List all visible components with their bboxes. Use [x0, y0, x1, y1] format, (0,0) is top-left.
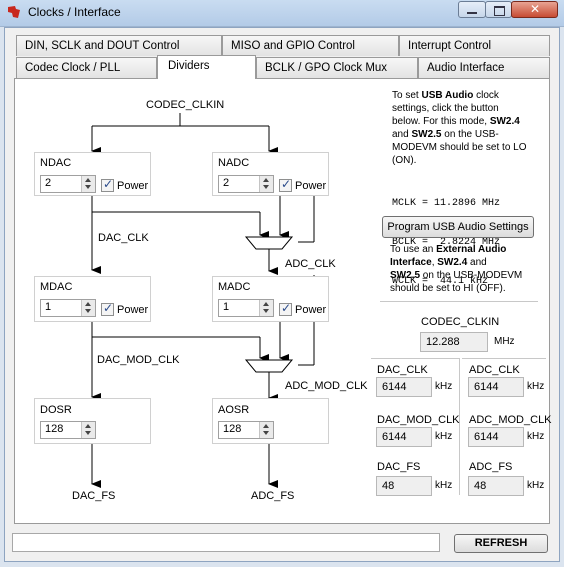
dac-clk-readout-label: DAC_CLK	[377, 364, 428, 376]
ndac-block: NDAC 2 Power	[34, 152, 151, 196]
adc-fs-label: ADC_FS	[251, 490, 295, 502]
madc-block: MADC 1 Power	[212, 276, 329, 322]
madc-stepper[interactable]: 1	[218, 299, 274, 317]
window-title: Clocks / Interface	[28, 5, 121, 19]
adc-mod-clk-label: ADC_MOD_CLK	[285, 380, 368, 392]
adc-mod-clk-mux	[244, 359, 294, 373]
dac-fs-readout: 48	[376, 476, 432, 496]
dac-clk-readout: 6144	[376, 377, 432, 397]
panel-divider	[380, 301, 538, 302]
stepper-arrows-icon[interactable]	[259, 422, 273, 438]
dac-mod-clk-readout-label: DAC_MOD_CLK	[377, 414, 460, 426]
ndac-power-checkbox[interactable]	[101, 177, 114, 192]
dac-fs-readout-label: DAC_FS	[377, 461, 421, 473]
stepper-arrows-icon[interactable]	[259, 176, 273, 192]
dac-readout-group	[371, 358, 460, 495]
dac-fs-label: DAC_FS	[72, 490, 116, 502]
adc-clk-readout: 6144	[468, 377, 524, 397]
program-usb-audio-button[interactable]: Program USB Audio Settings	[382, 216, 534, 238]
dosr-stepper[interactable]: 128	[40, 421, 96, 439]
adc-mod-clk-readout-label: ADC_MOD_CLK	[469, 414, 552, 426]
title-bar: Clocks / Interface ✕	[0, 0, 564, 27]
ndac-stepper[interactable]: 2	[40, 175, 96, 193]
external-audio-instructions: To use an External Audio Interface, SW2.…	[390, 244, 523, 294]
ndac-power-label: Power	[117, 180, 149, 192]
aosr-label: AOSR	[218, 404, 250, 416]
wclk-value: WCLK = 44.1 kHz	[392, 276, 489, 287]
nadc-block: NADC 2 Power	[212, 152, 329, 196]
aosr-stepper[interactable]: 128	[218, 421, 274, 439]
refresh-button[interactable]: REFRESH	[454, 534, 548, 553]
madc-power-checkbox[interactable]	[279, 301, 292, 316]
mdac-block: MDAC 1 Power	[34, 276, 151, 322]
codec-clkin-readout-label: CODEC_CLKIN	[421, 316, 500, 328]
codec-clkin-readout: 12.288	[420, 332, 488, 352]
stepper-arrows-icon[interactable]	[81, 422, 95, 438]
dac-mod-clk-readout: 6144	[376, 427, 432, 447]
close-button[interactable]: ✕	[511, 1, 558, 18]
adc-clk-unit: kHz	[527, 381, 545, 392]
adc-mod-clk-readout: 6144	[468, 427, 524, 447]
adc-fs-unit: kHz	[527, 480, 545, 491]
stepper-arrows-icon[interactable]	[81, 300, 95, 316]
dac-fs-unit: kHz	[435, 480, 453, 491]
status-field[interactable]	[12, 533, 440, 552]
dac-clk-unit: kHz	[435, 381, 453, 392]
dac-mod-clk-label: DAC_MOD_CLK	[97, 354, 180, 366]
mdac-label: MDAC	[40, 281, 73, 293]
codec-clkin-unit: MHz	[494, 336, 515, 347]
mdac-power-checkbox[interactable]	[101, 301, 114, 316]
madc-label: MADC	[218, 281, 251, 293]
bclk-value: BCLK = 2.8224 MHz	[392, 237, 501, 248]
maximize-icon	[494, 6, 505, 16]
usb-audio-instructions: To set USB Audio clock settings, click t…	[392, 90, 527, 166]
nadc-stepper[interactable]: 2	[218, 175, 274, 193]
maximize-button[interactable]	[485, 1, 512, 18]
dac-clk-label: DAC_CLK	[98, 232, 149, 244]
stepper-arrows-icon[interactable]	[81, 176, 95, 192]
tab-codec-clock-pll[interactable]: Codec Clock / PLL	[16, 57, 157, 78]
adc-clk-mux	[244, 236, 294, 250]
tab-miso-gpio-control[interactable]: MISO and GPIO Control	[222, 35, 399, 56]
adc-readout-group	[462, 358, 546, 495]
codec-clkin-label: CODEC_CLKIN	[146, 99, 225, 111]
dac-mod-clk-unit: kHz	[435, 431, 453, 442]
mdac-stepper[interactable]: 1	[40, 299, 96, 317]
madc-power-label: Power	[295, 304, 327, 316]
adc-fs-readout: 48	[468, 476, 524, 496]
minimize-button[interactable]	[458, 1, 486, 18]
mdac-power-label: Power	[117, 304, 149, 316]
adc-clk-label: ADC_CLK	[285, 258, 336, 270]
dosr-block: DOSR 128	[34, 398, 151, 444]
nadc-power-label: Power	[295, 180, 327, 192]
stepper-arrows-icon[interactable]	[259, 300, 273, 316]
minimize-icon	[467, 12, 477, 14]
tab-dividers[interactable]: Dividers	[157, 55, 256, 79]
mclk-value: MCLK = 11.2896 MHz	[392, 198, 501, 209]
ndac-label: NDAC	[40, 157, 72, 169]
dosr-label: DOSR	[40, 404, 72, 416]
tab-interrupt-control[interactable]: Interrupt Control	[399, 35, 550, 56]
adc-mod-clk-unit: kHz	[527, 431, 545, 442]
usb-clock-values: MCLK = 11.2896 MHz BCLK = 2.8224 MHz WCL…	[392, 171, 500, 301]
aosr-block: AOSR 128	[212, 398, 329, 444]
ti-logo-icon	[8, 6, 20, 18]
tab-audio-interface[interactable]: Audio Interface	[418, 57, 550, 78]
adc-clk-readout-label: ADC_CLK	[469, 364, 520, 376]
nadc-label: NADC	[218, 157, 250, 169]
tab-bclk-gpo-clock-mux[interactable]: BCLK / GPO Clock Mux	[256, 57, 418, 78]
nadc-power-checkbox[interactable]	[279, 177, 292, 192]
adc-fs-readout-label: ADC_FS	[469, 461, 513, 473]
tab-din-sclk-dout-control[interactable]: DIN, SCLK and DOUT Control	[16, 35, 222, 56]
close-icon: ✕	[530, 2, 541, 16]
